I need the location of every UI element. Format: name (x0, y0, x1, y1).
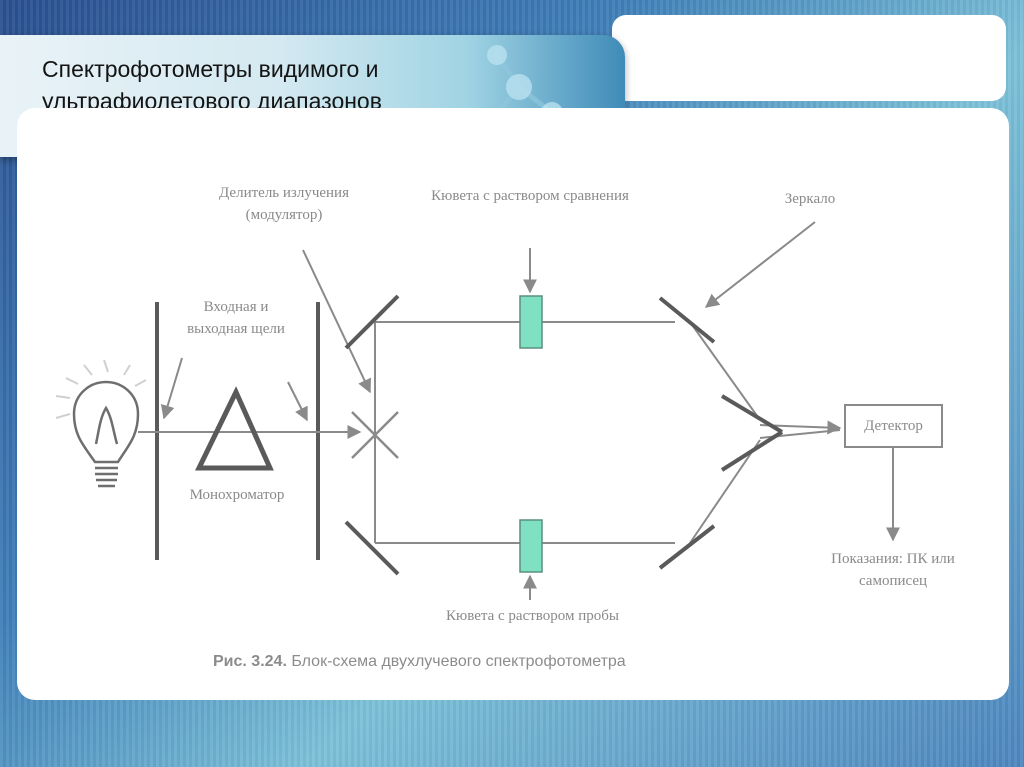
label-slits: Входная и выходная щели (187, 299, 285, 337)
slit-arrow-left (160, 357, 183, 420)
label-splitter: Делитель излучения (модулятор) (219, 185, 349, 223)
slit-arrow-right (287, 381, 308, 422)
mirror-upper-left (344, 294, 400, 350)
mirror-lower-right (658, 524, 716, 570)
figure-caption: Рис. 3.24. Блок-схема двухлучевого спект… (213, 653, 813, 671)
mirror-center-upper (720, 394, 784, 434)
lower-reflect-beam (689, 439, 761, 544)
lamp-rays (55, 359, 147, 419)
label-sample-cuvette: Кювета с раствором пробы (446, 608, 619, 624)
caption-number: Рис. 3.24. (213, 653, 287, 670)
reference-cuvette (519, 295, 543, 349)
label-detector: Детектор (864, 418, 923, 434)
header-card (612, 15, 1006, 101)
mirror-lower-left (344, 520, 400, 576)
mirror-upper-right (658, 296, 716, 344)
prism-icon (195, 386, 274, 471)
label-mirror: Зеркало (784, 191, 836, 207)
label-monochromator: Монохроматор (189, 487, 285, 503)
lamp-icon (72, 380, 140, 488)
content-card (17, 108, 1009, 700)
upper-reflect-beam (689, 321, 761, 421)
sample-cuvette (519, 519, 543, 573)
mirror-center-lower (720, 430, 784, 472)
splitter-arrow (302, 249, 371, 394)
caption-text: Блок-схема двухлучевого спектрофотометра (291, 653, 626, 670)
label-readout: Показания: ПК или самописец (831, 551, 955, 589)
mirror-arrow (704, 221, 816, 308)
label-reference-cuvette: Кювета с раствором сравнения (431, 188, 629, 204)
